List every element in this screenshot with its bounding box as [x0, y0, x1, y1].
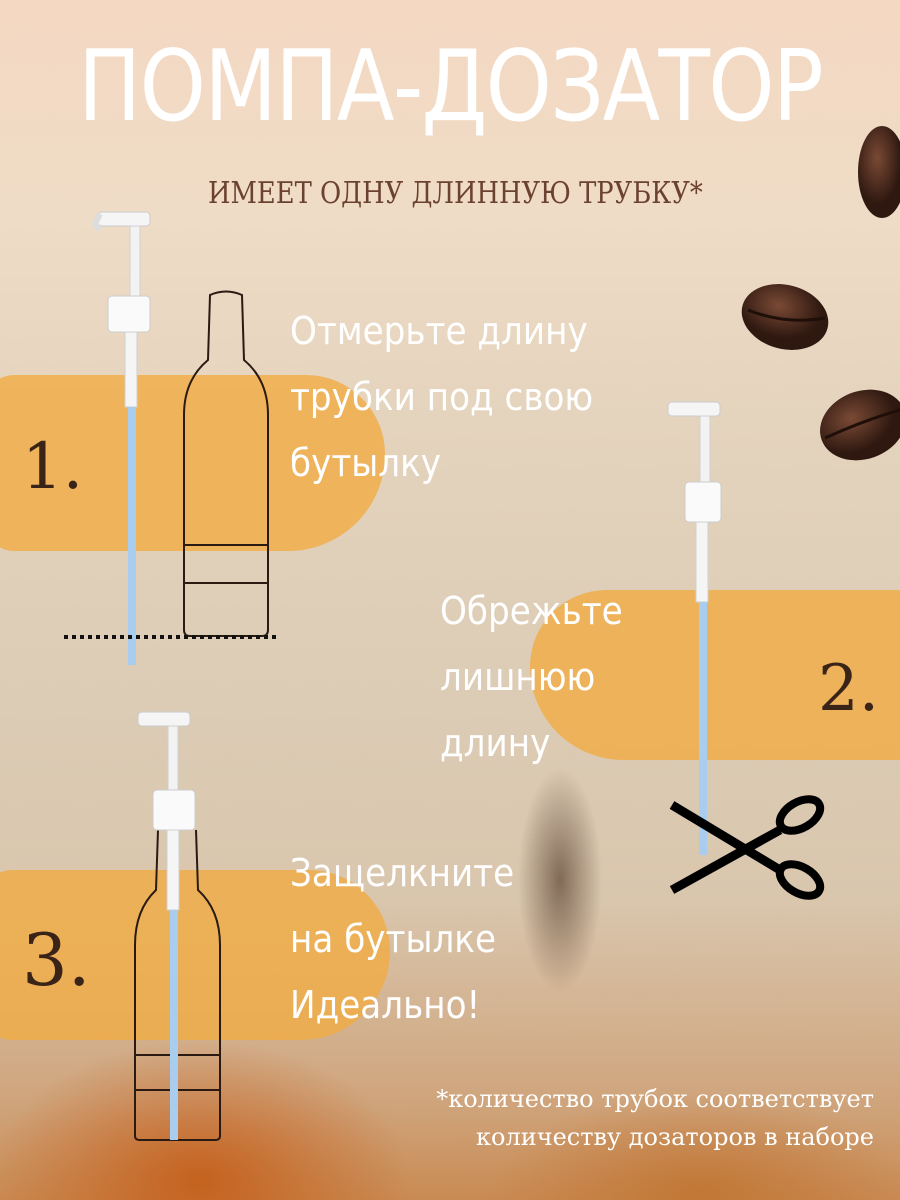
footnote: *количество трубок соответствует количес…: [436, 1080, 874, 1156]
step-3-line: Идеально!: [290, 983, 481, 1027]
step-3-highlight: [0, 870, 390, 1040]
step-1-line: Отмерьте длину: [290, 309, 588, 353]
pump-icon: [667, 401, 722, 855]
step-2-line: длину: [440, 721, 551, 765]
step-2-number: 2.: [818, 652, 880, 726]
step-1-line: трубки под свою: [290, 375, 594, 419]
scissors-icon: [669, 795, 825, 900]
step-1-illustration: [64, 211, 278, 665]
step-3-line: на бутылке: [290, 917, 497, 961]
step-2-line: лишнюю: [440, 655, 596, 699]
step-3-line: Защелкните: [290, 851, 515, 895]
bottle-outline-icon: [183, 290, 269, 637]
coffee-beans-icon: [741, 126, 900, 461]
step-1-line: бутылку: [290, 441, 442, 485]
step-1-highlight: [0, 375, 385, 551]
pump-icon: [137, 711, 196, 1140]
step-2-text: Обрежьте лишнюю длину: [440, 578, 623, 776]
step-1-number: 1.: [22, 430, 84, 504]
footnote-line: количеству дозаторов в наборе: [476, 1123, 874, 1151]
page-subtitle: ИМЕЕТ ОДНУ ДЛИННУЮ ТРУБКУ*: [208, 176, 703, 211]
step-3-illustration: [134, 711, 221, 1141]
step-2-line: Обрежьте: [440, 589, 623, 633]
step-2-illustration: [667, 401, 825, 900]
step-1-text: Отмерьте длину трубки под свою бутылку: [290, 298, 593, 496]
footnote-line: *количество трубок соответствует: [436, 1085, 874, 1113]
step-3-text: Защелкните на бутылке Идеально!: [290, 840, 514, 1038]
step-3-number: 3.: [22, 918, 91, 1002]
pump-icon: [91, 211, 151, 665]
page-title: ПОМПА-ДОЗАТОР: [77, 30, 824, 144]
step-2-highlight: [530, 590, 900, 760]
